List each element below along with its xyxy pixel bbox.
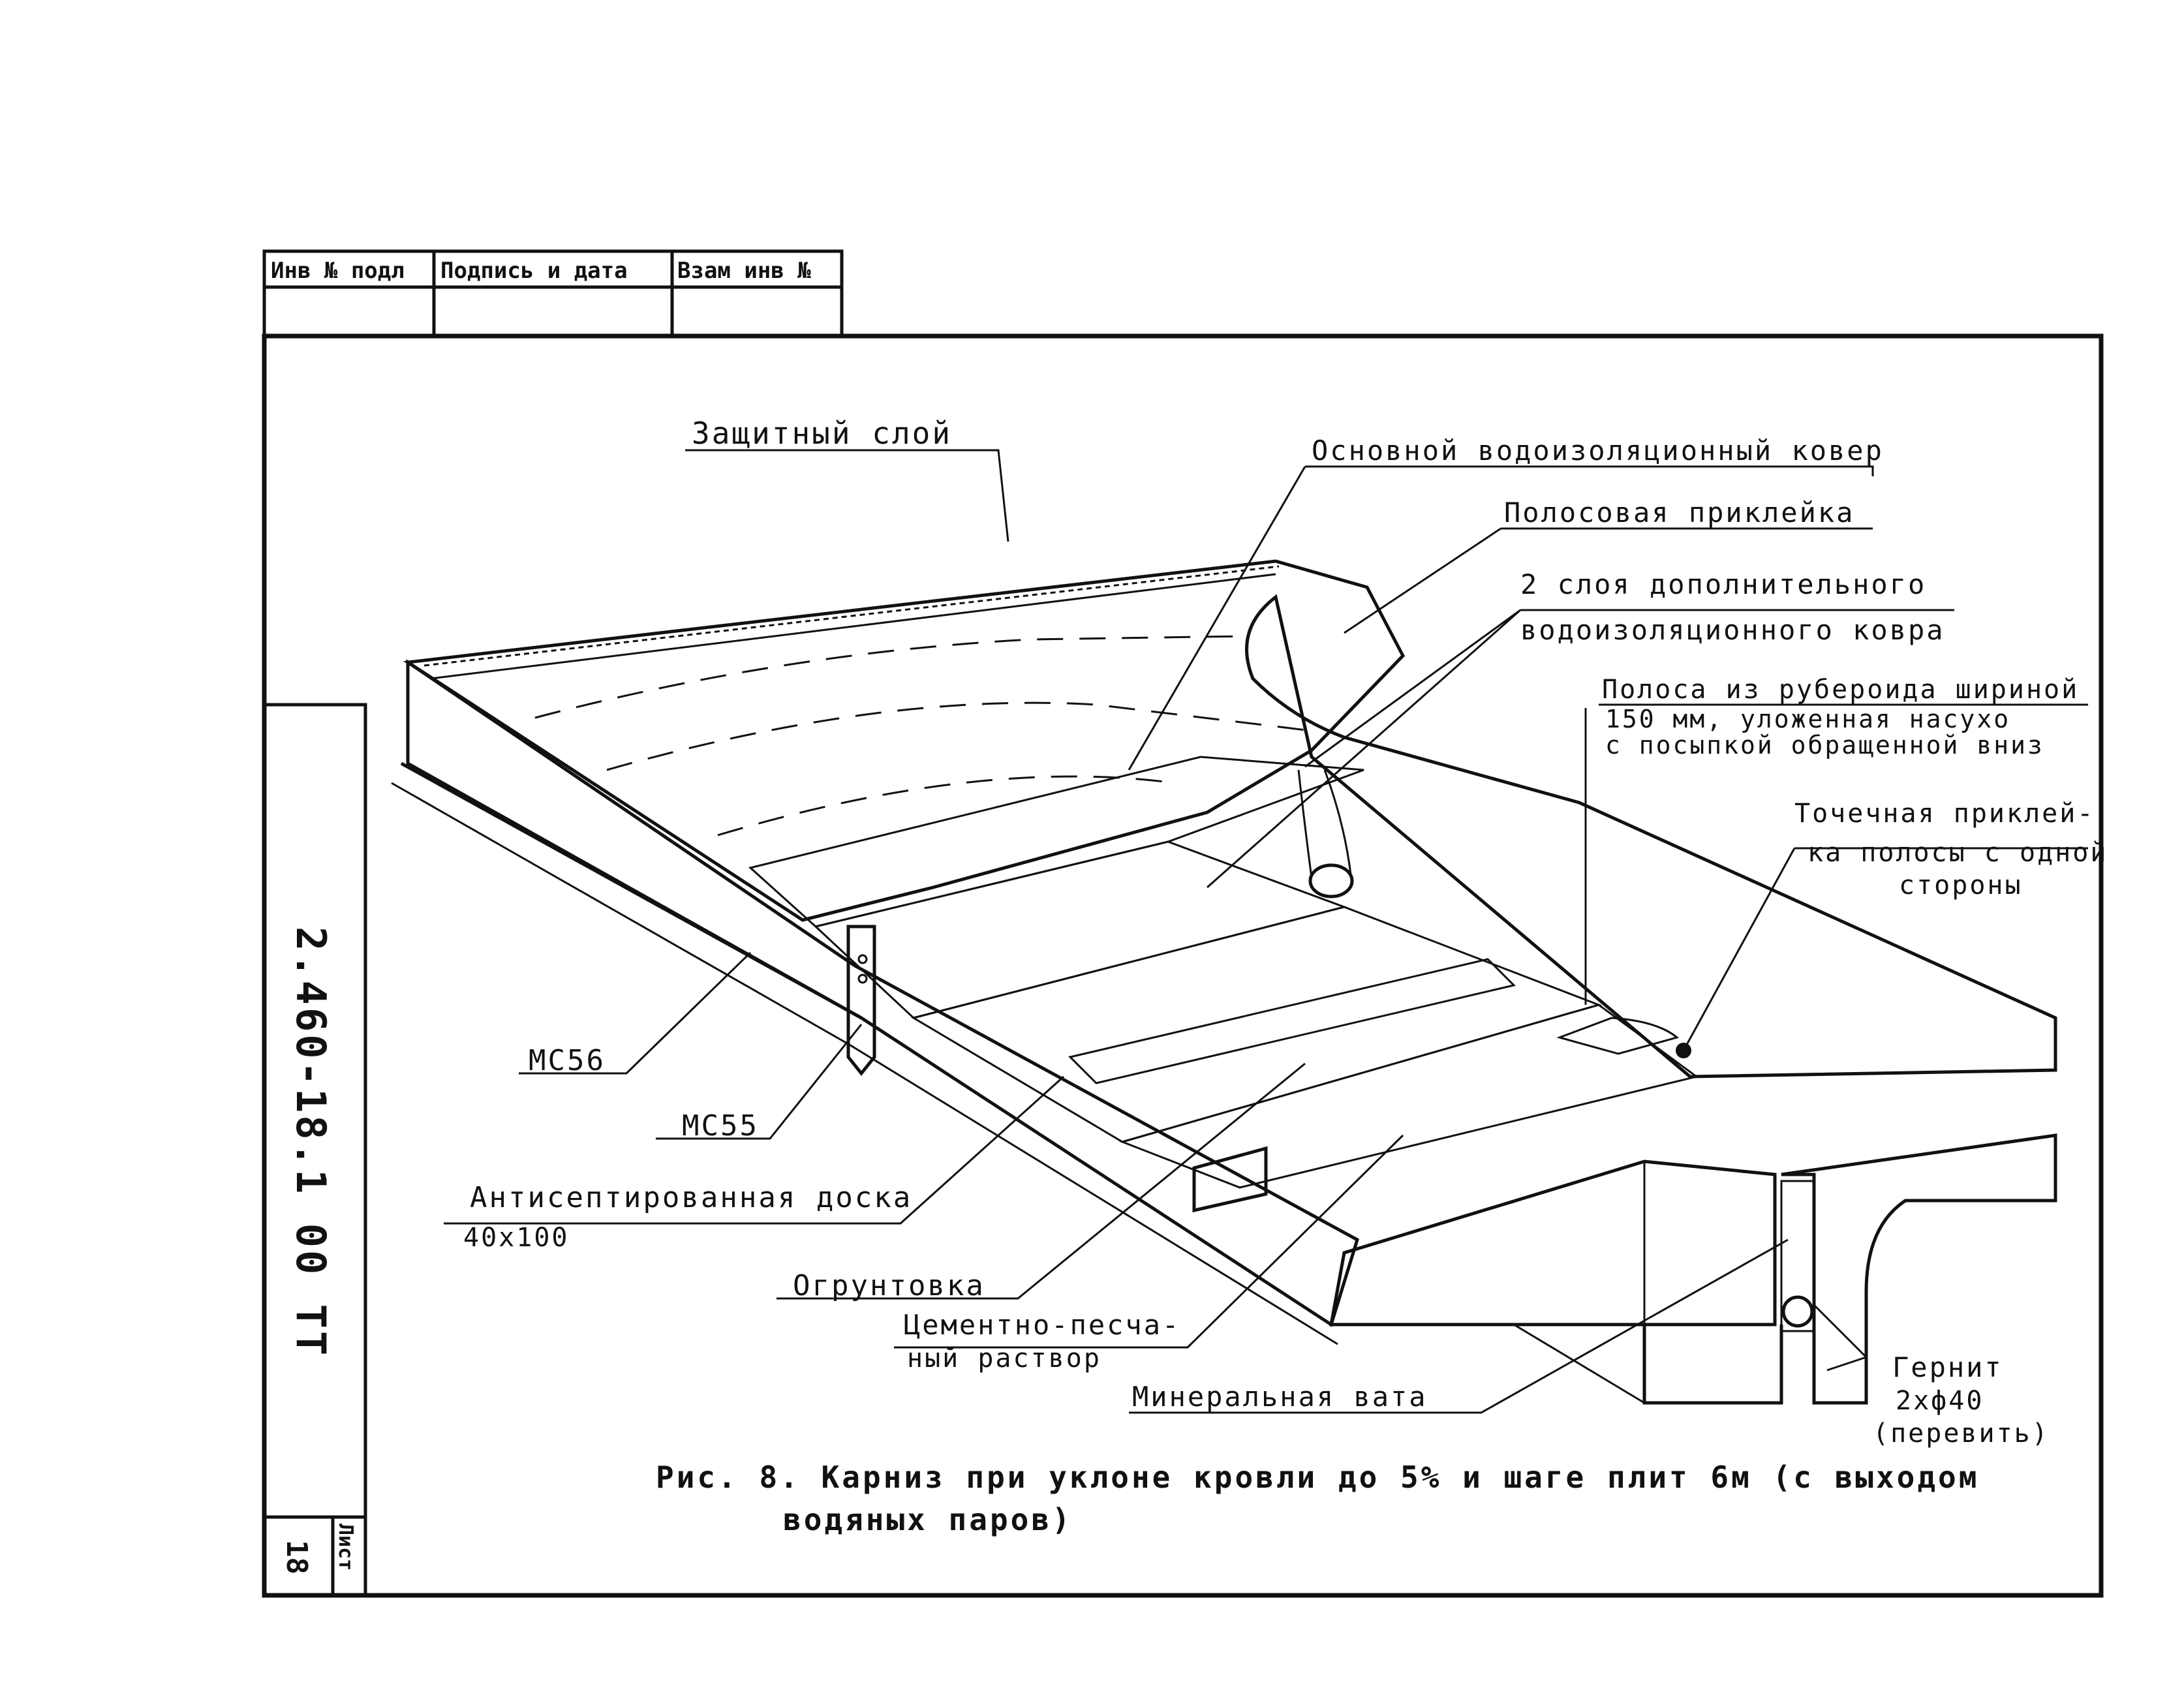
- mc55-profile: [846, 925, 876, 1077]
- label-extra-carpet-2: водоизоляционного ковра: [1520, 614, 1945, 646]
- label-gernit-2: 2хф40: [1896, 1386, 1984, 1416]
- approval-stamp: Инв № подл Подпись и дата Взам инв №: [262, 249, 844, 338]
- figure-caption-line1: Рис. 8. Карниз при уклоне кровли до 5% и…: [656, 1460, 1979, 1495]
- label-gernit-1: Гернит: [1892, 1351, 2003, 1383]
- label-protective-layer: Защитный слой: [692, 416, 952, 451]
- roof-eave-drawing: [391, 559, 2057, 1405]
- label-point-gluing-3: стороны: [1899, 870, 2023, 900]
- label-point-gluing-2: ка полосы с одной: [1807, 838, 2108, 868]
- mineral-wool-gap: [1780, 1180, 1815, 1332]
- label-strip-gluing: Полосовая приклейка: [1504, 497, 1854, 529]
- label-mc56: МС56: [529, 1044, 606, 1077]
- figure-caption-line2: водяных паров): [783, 1502, 1073, 1537]
- label-ruberoid-3: с посыпкой обращенной вниз: [1605, 731, 2044, 759]
- label-main-carpet: Основной водоизоляционный ковер: [1312, 435, 1884, 467]
- label-mortar-2: ный раствор: [907, 1343, 1101, 1373]
- sheet-label: Лист: [334, 1524, 357, 1571]
- label-ruberoid-2: 150 мм, уложенная насухо: [1605, 705, 2010, 733]
- label-gernit-3: (перевить): [1873, 1419, 2050, 1449]
- label-priming: Огрунтовка: [793, 1269, 985, 1302]
- stamp-col1-header: Инв № подл: [271, 258, 405, 284]
- label-extra-carpet-1: 2 слоя дополнительного: [1520, 568, 1926, 600]
- stamp-col2-header: Подпись и дата: [440, 258, 628, 284]
- stamp-col3-header: Взам инв №: [677, 258, 811, 284]
- callout-labels: Защитный слой Основной водоизоляционный …: [463, 416, 2108, 1449]
- leader-lines: [444, 449, 2088, 1414]
- label-point-gluing-1: Точечная приклей-: [1794, 799, 2095, 829]
- document-code: 2.460-18.1 00 ТТ: [287, 927, 335, 1358]
- carpet-roll: [1308, 863, 1354, 898]
- label-board-2: 40х100: [463, 1223, 570, 1253]
- label-board-1: Антисептированная доска: [470, 1181, 912, 1214]
- sheet-number: 18: [280, 1540, 313, 1574]
- label-mortar-1: Цементно-песча-: [904, 1309, 1180, 1341]
- gernit-seal: [1781, 1295, 1814, 1328]
- label-mc55: МС55: [682, 1109, 759, 1143]
- label-mineral-wool: Минеральная вата: [1132, 1381, 1428, 1413]
- label-ruberoid-1: Полоса из рубероида шириной: [1602, 675, 2079, 705]
- drawing-frame: [262, 333, 2104, 1598]
